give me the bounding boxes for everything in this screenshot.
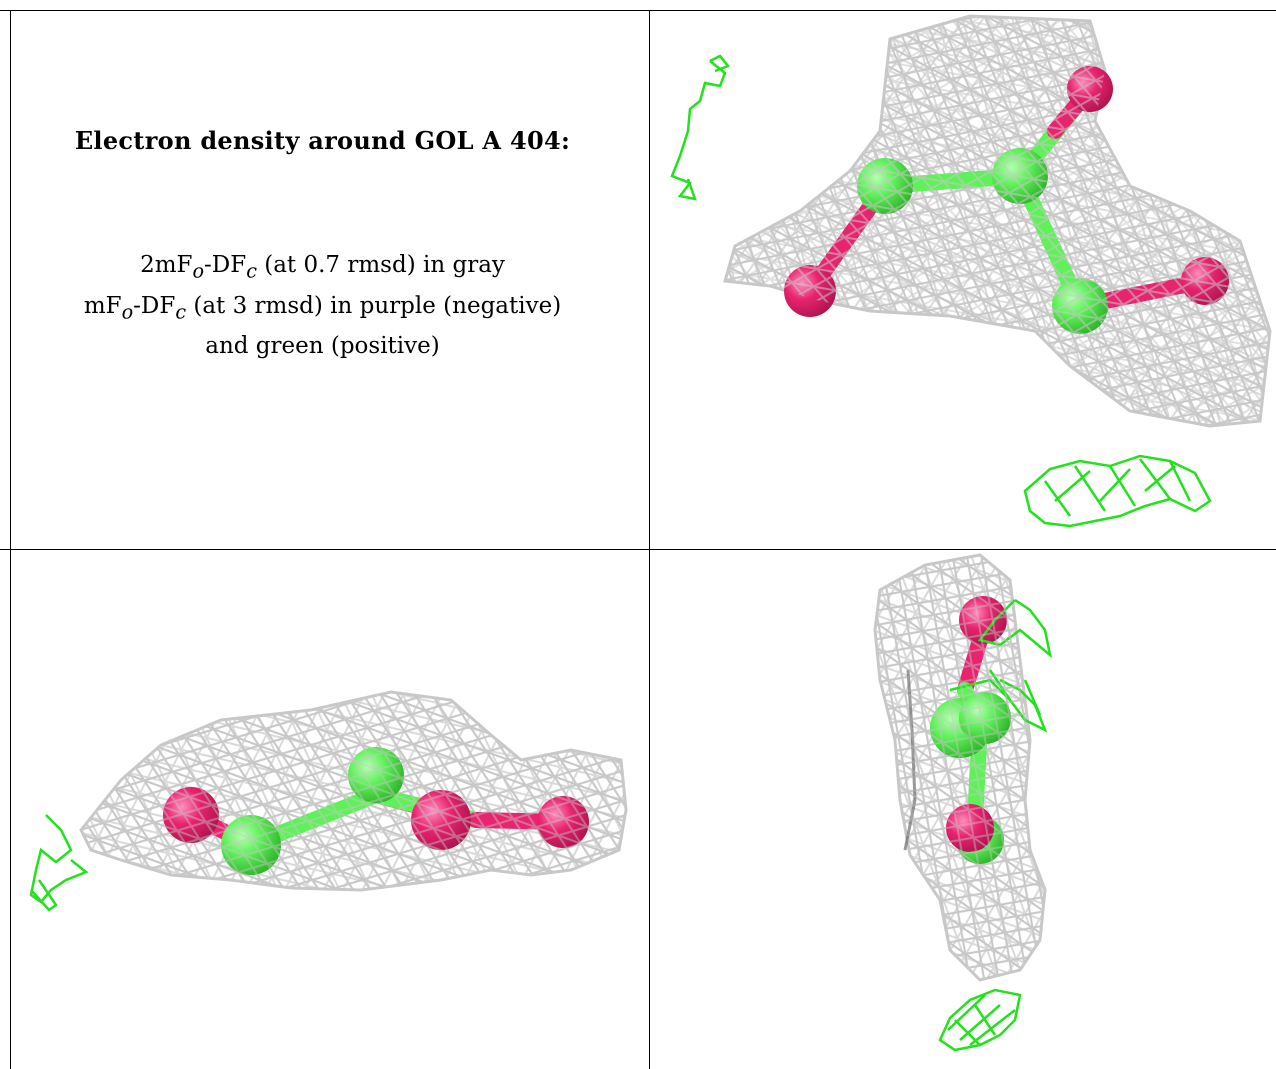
- center-divider: [649, 10, 650, 1069]
- view-bottom-left: [11, 550, 649, 1069]
- density-mesh-2mfo-overlay: [81, 692, 626, 890]
- legend-line-mfo: mFo-DFc (at 3 rmsd) in purple (negative): [83, 292, 562, 324]
- view-bottom-right: [650, 550, 1276, 1069]
- middle-divider: [0, 549, 1276, 550]
- legend-line-2mfo: 2mFo-DFc (at 0.7 rmsd) in gray: [140, 252, 505, 283]
- diff-map-positive-top: [670, 54, 731, 201]
- left-border: [10, 10, 11, 1069]
- density-mesh-2mfo-overlay: [875, 555, 1045, 980]
- density-mesh-2mfo-overlay: [725, 16, 1270, 426]
- diff-map-positive-bottom: [1023, 454, 1212, 528]
- map-legend: 2mFo-DFc (at 0.7 rmsd) in gray mFo-DFc (…: [10, 248, 635, 363]
- legend-line-positive: and green (positive): [205, 333, 440, 360]
- top-border: [0, 10, 1276, 11]
- view-top-right: [650, 11, 1276, 549]
- figure-title: Electron density around GOL A 404:: [74, 126, 571, 155]
- diff-map-positive-lower: [938, 988, 1022, 1052]
- diff-map-positive-left: [29, 814, 89, 912]
